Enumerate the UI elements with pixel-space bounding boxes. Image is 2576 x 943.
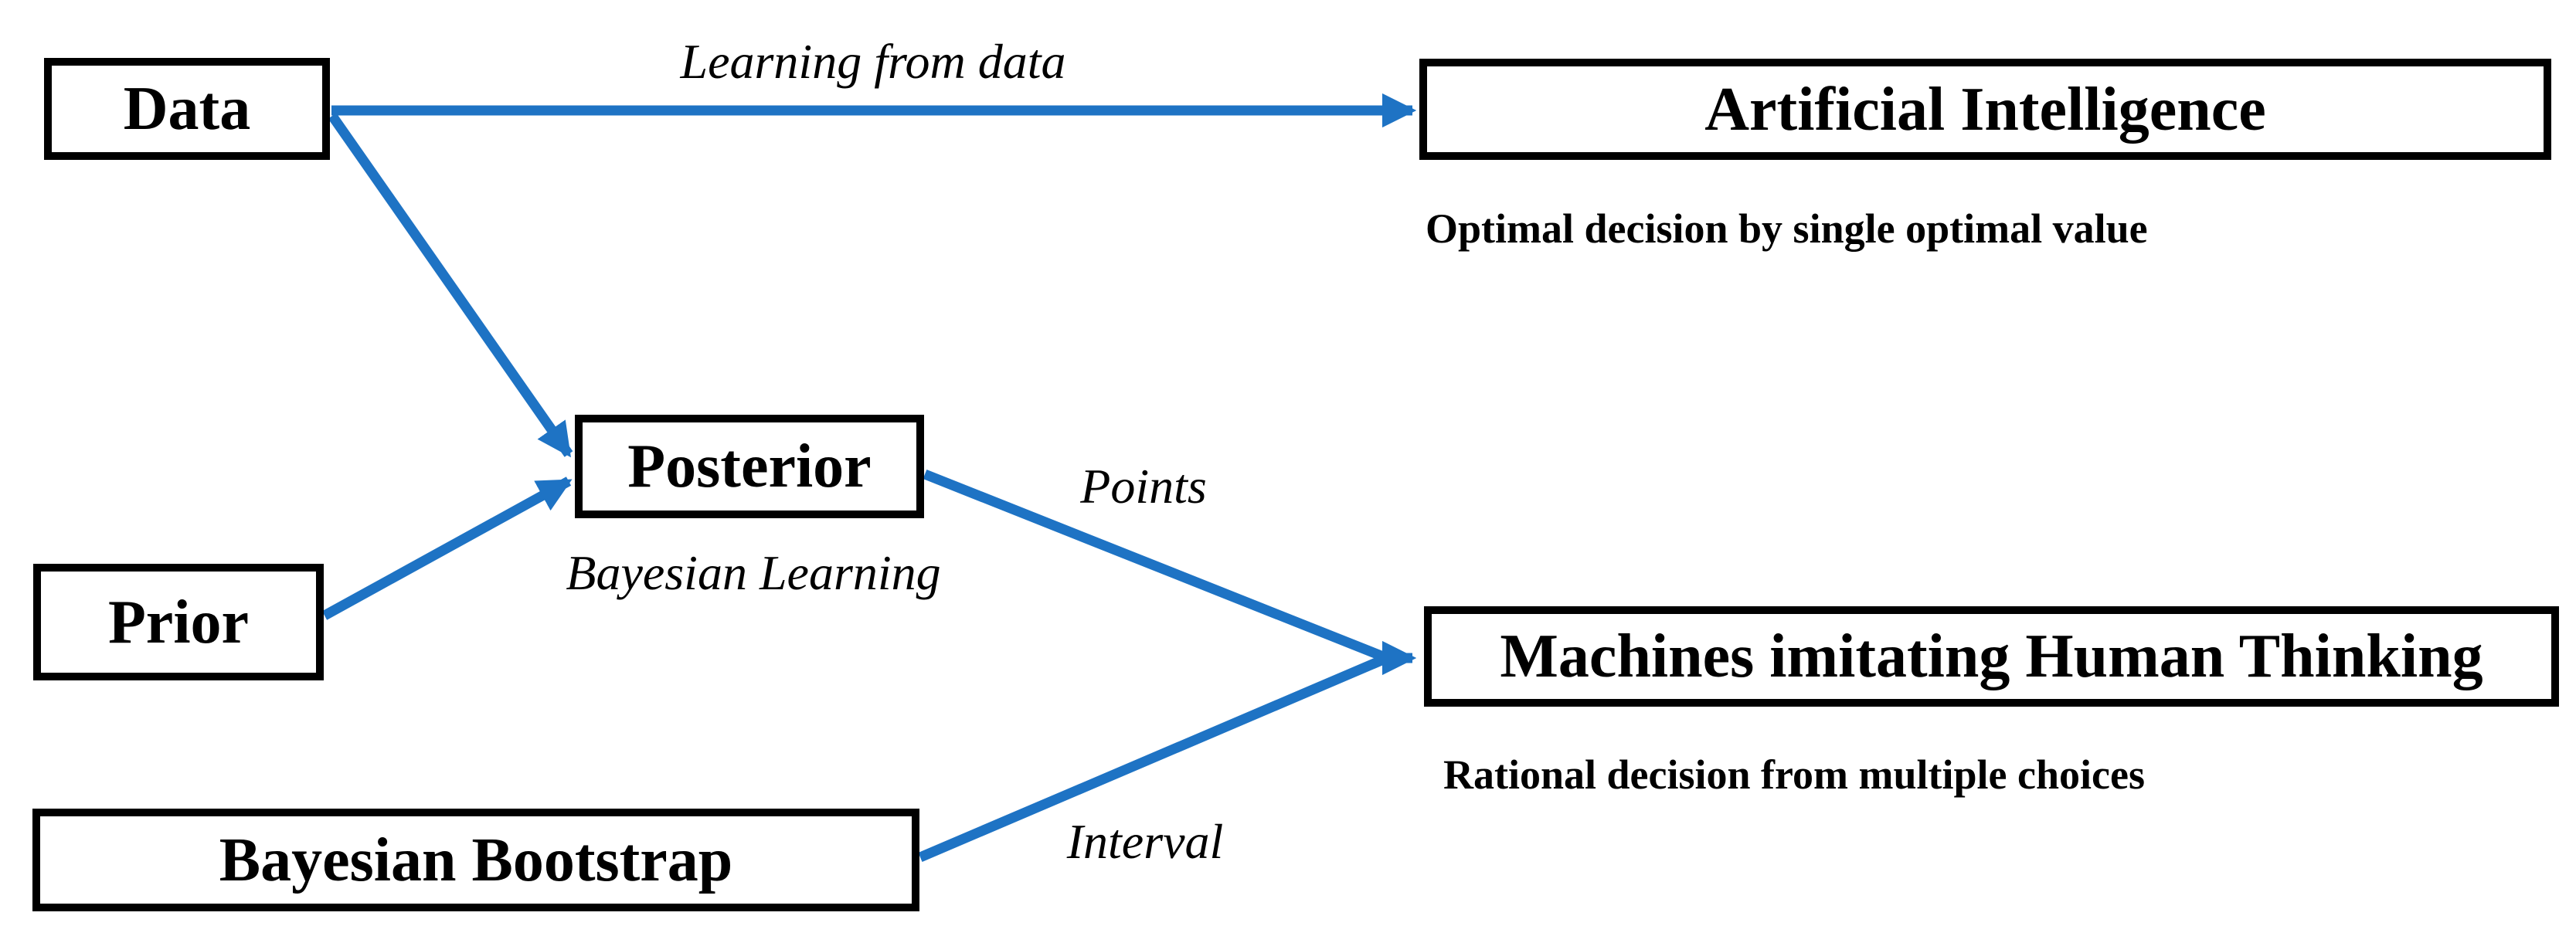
node-machines-label: Machines imitating Human Thinking (1500, 622, 2483, 690)
arrow-prior-to-posterior (321, 477, 573, 620)
arrow-bootstrap-to-machines (918, 653, 1389, 862)
node-prior-label: Prior (107, 588, 250, 656)
caption-artificial-intelligence: Optimal decision by single optimal value (1426, 205, 2148, 252)
edge-label-interval: Interval (1066, 814, 1224, 869)
arrow-posterior-to-machines (923, 469, 1389, 663)
node-machines-imitating-human-thinking: Machines imitating Human Thinking (1424, 606, 2559, 707)
edge-label-points: Points (1080, 459, 1207, 514)
node-artificial-intelligence-label: Artificial Intelligence (1704, 75, 2266, 144)
node-bayesian-bootstrap: Bayesian Bootstrap (32, 809, 919, 911)
node-posterior-label: Posterior (627, 432, 872, 500)
arrow-data-to-posterior (328, 113, 573, 458)
edge-label-bayesian-learning: Bayesian Learning (566, 545, 941, 600)
edge-label-learning-from-data: Learning from data (680, 34, 1066, 89)
node-prior: Prior (33, 564, 324, 680)
node-posterior: Posterior (575, 415, 924, 518)
node-artificial-intelligence: Artificial Intelligence (1419, 59, 2551, 160)
caption-machines: Rational decision from multiple choices (1443, 751, 2145, 798)
node-data: Data (44, 58, 330, 160)
node-bayesian-bootstrap-label: Bayesian Bootstrap (219, 826, 733, 894)
node-data-label: Data (123, 75, 251, 143)
